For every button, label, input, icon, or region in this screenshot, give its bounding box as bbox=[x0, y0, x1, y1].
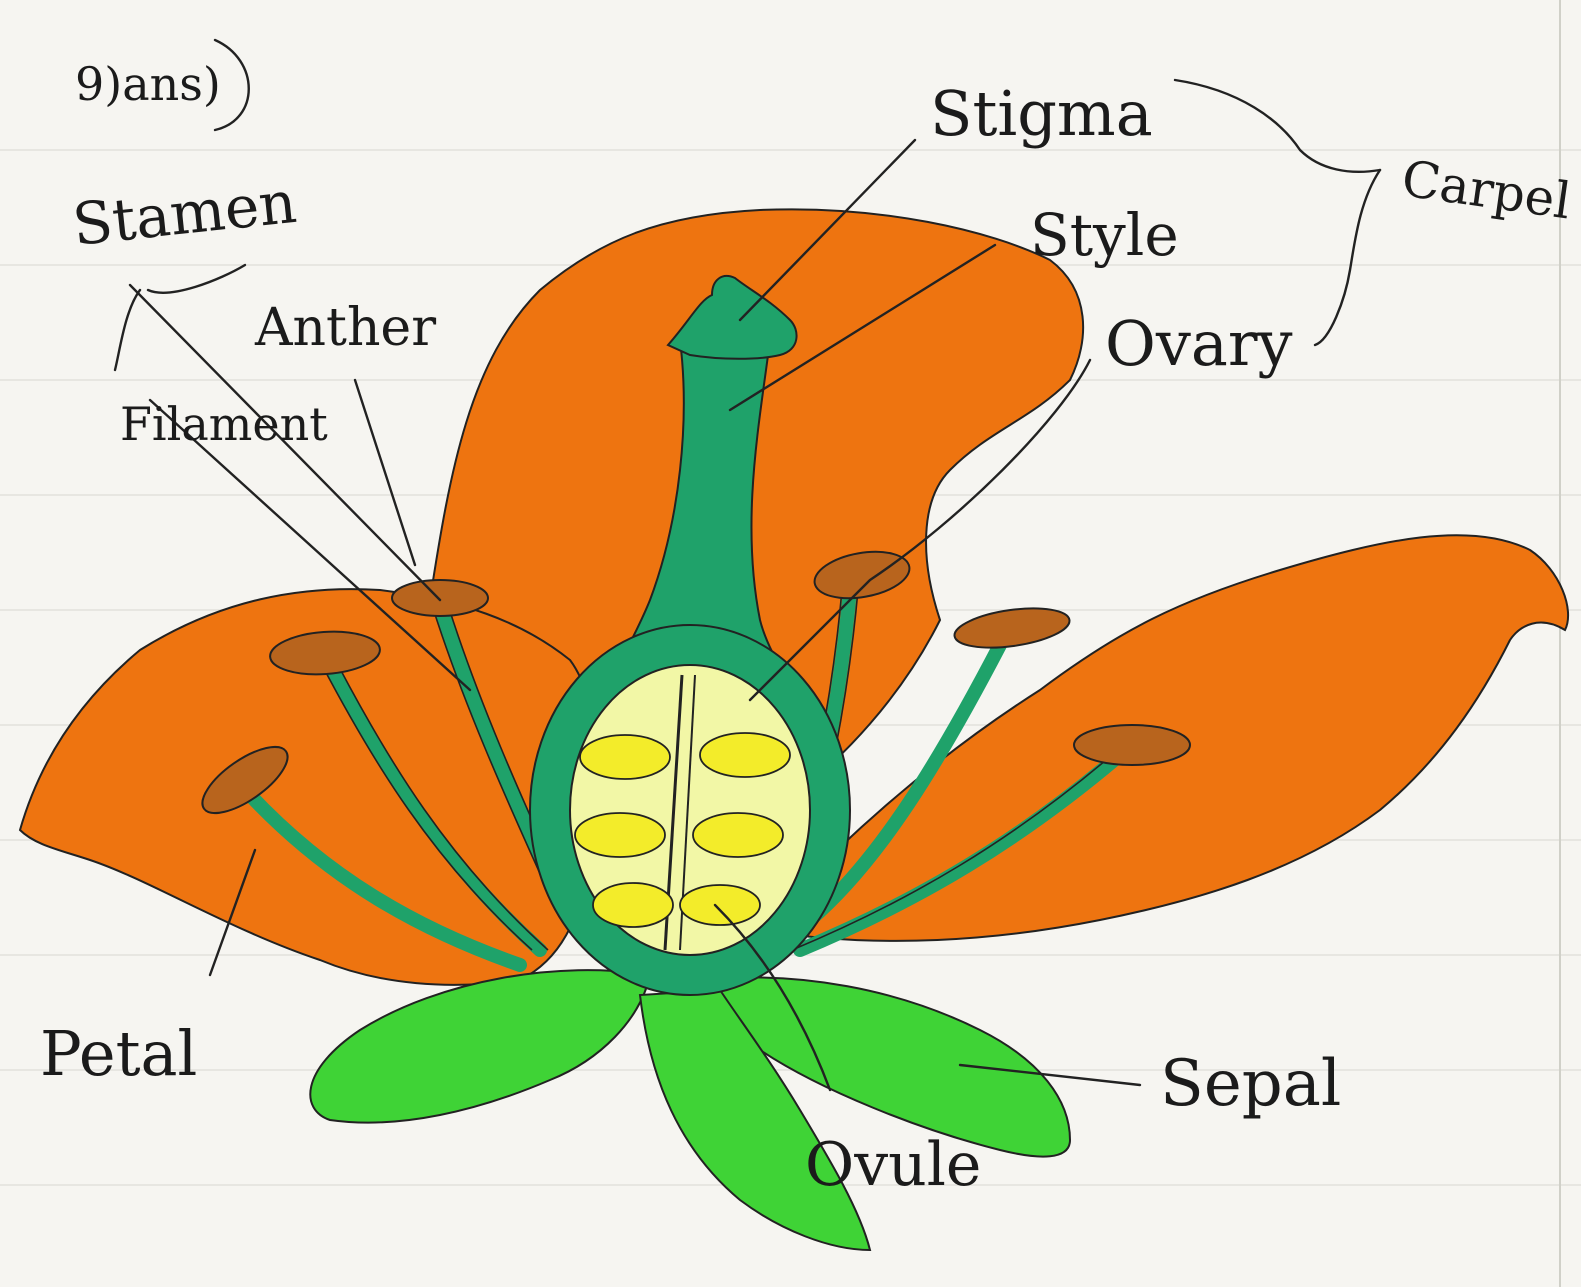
label-carpel: Carpel bbox=[1398, 149, 1574, 230]
anther bbox=[1074, 725, 1190, 765]
label-anther: Anther bbox=[254, 298, 436, 358]
sepal-left bbox=[310, 970, 650, 1122]
ovule bbox=[575, 813, 665, 857]
label-ovule: Ovule bbox=[805, 1130, 981, 1200]
ovule bbox=[693, 813, 783, 857]
question-number: 9)ans) bbox=[75, 57, 221, 111]
label-petal: Petal bbox=[40, 1017, 197, 1090]
label-stamen: Stamen bbox=[69, 168, 299, 259]
ovule bbox=[593, 883, 673, 927]
label-style: Style bbox=[1030, 201, 1179, 269]
ovule bbox=[700, 733, 790, 777]
ovule bbox=[680, 885, 760, 925]
label-ovary: Ovary bbox=[1105, 307, 1292, 380]
ovule bbox=[580, 735, 670, 779]
label-sepal: Sepal bbox=[1160, 1047, 1341, 1121]
label-filament: Filament bbox=[120, 397, 328, 451]
sepals bbox=[310, 970, 1070, 1250]
anther bbox=[392, 580, 488, 616]
label-stigma: Stigma bbox=[930, 77, 1153, 150]
